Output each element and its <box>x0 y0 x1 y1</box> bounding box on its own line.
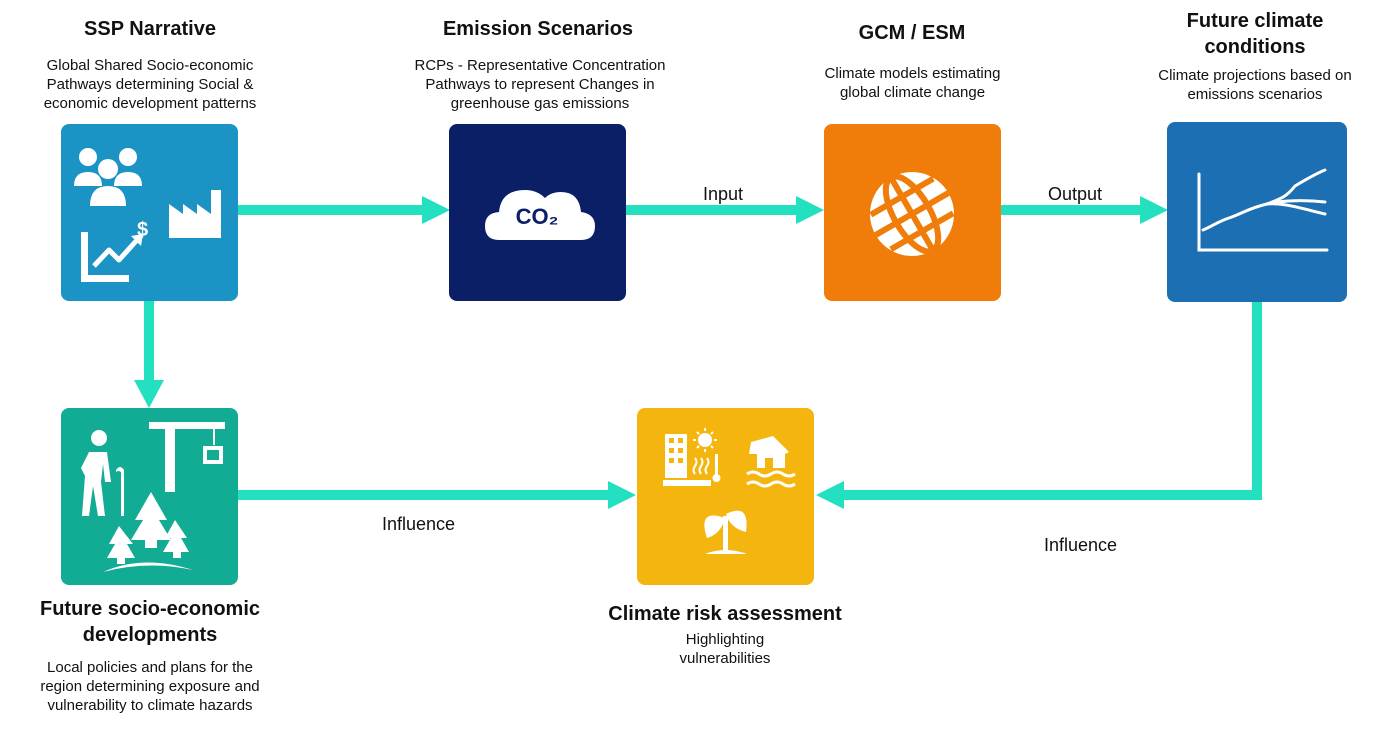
edge-label-output: Output <box>1048 184 1103 204</box>
arrow-ssp-to-socio <box>144 300 154 382</box>
gcm-title: GCM / ESM <box>858 22 966 44</box>
risk-desc-line: Highlighting <box>685 631 765 648</box>
gcm-box <box>824 124 1001 301</box>
emission-box: CO₂ <box>449 124 626 301</box>
climate-hazards-icon <box>663 428 796 554</box>
future-climate-box <box>1167 122 1347 302</box>
future-climate-title-line: Future climate <box>1186 10 1324 32</box>
arrowhead-ssp-to-emission <box>422 196 450 224</box>
emission-desc-line: greenhouse gas emissions <box>450 95 630 112</box>
arrow-future-to-risk-horizontal <box>842 490 1262 500</box>
people-industry-growth-icon: $ <box>74 148 221 282</box>
svg-text:$: $ <box>137 219 148 241</box>
emission-description: RCPs - Representative Concentration Path… <box>380 56 700 113</box>
elderly-crane-forest-icon <box>81 422 225 572</box>
emission-desc-line: Pathways to represent Changes in <box>425 76 655 93</box>
co2-cloud-icon: CO₂ <box>485 190 595 240</box>
edge-label-influence-right: Influence <box>1044 535 1118 555</box>
future-climate-desc-line: emissions scenarios <box>1187 86 1323 103</box>
future-climate-title: Future climate conditions <box>1150 8 1360 60</box>
risk-description: Highlighting vulnerabilities <box>625 630 825 668</box>
socio-desc-line: vulnerability to climate hazards <box>47 697 253 714</box>
ssp-desc-line: Pathways determining Social & <box>46 76 254 93</box>
ssp-desc-line: economic development patterns <box>43 95 257 112</box>
risk-title: Climate risk assessment <box>608 603 842 625</box>
projection-chart-icon <box>1197 168 1329 252</box>
arrow-ssp-to-emission <box>238 205 424 215</box>
risk-desc-line: vulnerabilities <box>679 650 771 667</box>
globe-icon <box>869 172 955 256</box>
socio-title: Future socio-economic developments <box>10 596 290 648</box>
future-climate-description: Climate projections based on emissions s… <box>1130 66 1380 104</box>
socio-desc-line: Local policies and plans for the <box>47 659 253 676</box>
arrowhead-gcm-to-future-climate <box>1140 196 1168 224</box>
gcm-desc-line: Climate models estimating <box>824 65 1001 82</box>
socio-title-line: Future socio-economic <box>39 598 261 620</box>
future-climate-title-line: conditions <box>1204 36 1306 58</box>
ssp-description: Global Shared Socio-economic Pathways de… <box>10 56 290 113</box>
edge-label-input: Input <box>703 184 744 204</box>
ssp-box: $ <box>61 124 238 301</box>
arrow-gcm-to-future-climate <box>1000 205 1142 215</box>
ssp-desc-line: Global Shared Socio-economic <box>46 57 254 74</box>
arrow-socio-to-risk <box>238 490 610 500</box>
socio-desc-line: region determining exposure and <box>40 678 260 695</box>
gcm-desc-line: global climate change <box>839 84 986 101</box>
arrowhead-emission-to-gcm <box>796 196 824 224</box>
co2-text: CO₂ <box>516 204 559 229</box>
arrowhead-socio-to-risk <box>608 481 636 509</box>
ssp-title: SSP Narrative <box>84 18 216 40</box>
emission-title: Emission Scenarios <box>442 18 634 40</box>
emission-desc-line: RCPs - Representative Concentration <box>414 57 666 74</box>
arrowhead-future-to-risk <box>816 481 844 509</box>
arrow-emission-to-gcm <box>626 205 798 215</box>
socio-box <box>61 408 238 585</box>
gcm-description: Climate models estimating global climate… <box>770 64 1055 102</box>
socio-title-line: developments <box>82 624 218 646</box>
risk-box <box>637 408 814 585</box>
edge-label-influence-left: Influence <box>382 514 456 534</box>
socio-description: Local policies and plans for the region … <box>10 658 290 715</box>
arrow-future-to-risk-vertical <box>1252 302 1262 500</box>
arrowhead-ssp-to-socio <box>134 380 164 408</box>
future-climate-desc-line: Climate projections based on <box>1158 67 1352 84</box>
